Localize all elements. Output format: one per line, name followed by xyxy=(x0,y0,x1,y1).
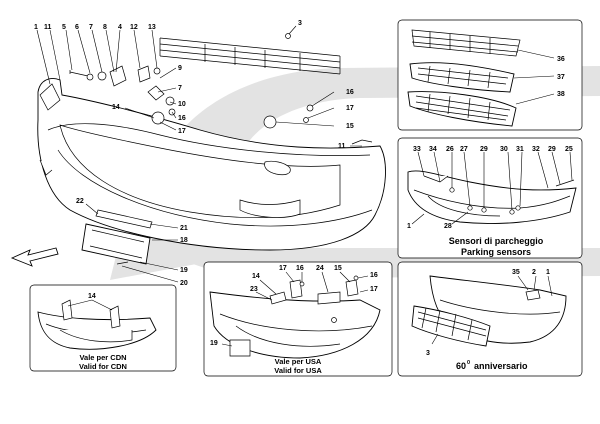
label-16-usa: 16 xyxy=(296,265,304,272)
main-part-labels: 1 11 5 6 7 8 4 12 13 3 9 7 10 14 16 17 1… xyxy=(34,20,354,287)
label-18: 18 xyxy=(180,237,188,244)
label-32: 32 xyxy=(532,146,540,153)
label-3: 3 xyxy=(298,20,302,27)
label-16b-usa: 16 xyxy=(370,272,378,279)
label-11b: 11 xyxy=(338,143,346,150)
label-21: 21 xyxy=(180,225,188,232)
panel-anniversary: 35 2 1 3 60 0 anniversario xyxy=(397,261,583,377)
label-17: 17 xyxy=(178,128,186,135)
label-28: 28 xyxy=(444,223,452,230)
caption-sensors-it: Sensori di parcheggio xyxy=(449,236,544,246)
label-23-usa: 23 xyxy=(250,286,258,293)
label-7b: 7 xyxy=(178,85,182,92)
label-22: 22 xyxy=(76,198,84,205)
caption-usa-en: Valid for USA xyxy=(274,366,322,375)
label-35-anniv: 35 xyxy=(512,269,520,276)
panel-parking-sensors: 33 34 26 27 29 30 31 32 29 25 1 28 Senso… xyxy=(397,137,583,259)
label-2-anniv: 2 xyxy=(532,269,536,276)
label-30: 30 xyxy=(500,146,508,153)
label-6: 6 xyxy=(75,24,79,31)
caption-anniv-num: 60 xyxy=(456,361,466,371)
label-12: 12 xyxy=(130,24,138,31)
label-14: 14 xyxy=(112,104,120,111)
panel-cdn: 14 Vale per CDN Valid for CDN xyxy=(29,284,177,372)
label-14-cdn: 14 xyxy=(88,293,96,300)
label-29b: 29 xyxy=(548,146,556,153)
main-exploded-view xyxy=(10,25,386,283)
caption-sensors-en: Parking sensors xyxy=(461,247,531,257)
label-16: 16 xyxy=(178,115,186,122)
caption-anniv-sup: 0 xyxy=(467,360,470,366)
panel-grilles: 36 37 38 xyxy=(397,19,583,131)
label-27: 27 xyxy=(460,146,468,153)
caption-cdn-en: Valid for CDN xyxy=(79,362,127,371)
label-15-usa: 15 xyxy=(334,265,342,272)
panel-usa: 14 17 16 24 15 16 23 17 19 Vale per USA … xyxy=(203,261,393,377)
label-17-usa: 17 xyxy=(279,265,287,272)
label-1-sensors: 1 xyxy=(407,223,411,230)
label-20: 20 xyxy=(180,280,188,287)
label-33: 33 xyxy=(413,146,421,153)
label-36: 36 xyxy=(557,56,565,63)
label-31: 31 xyxy=(516,146,524,153)
label-17b: 17 xyxy=(346,105,354,112)
label-24-usa: 24 xyxy=(316,265,324,272)
label-25: 25 xyxy=(565,146,573,153)
label-34: 34 xyxy=(429,146,437,153)
label-17b-usa: 17 xyxy=(370,286,378,293)
label-8: 8 xyxy=(103,24,107,31)
label-7: 7 xyxy=(89,24,93,31)
label-26: 26 xyxy=(446,146,454,153)
label-11: 11 xyxy=(44,24,52,31)
label-13: 13 xyxy=(148,24,156,31)
label-29: 29 xyxy=(480,146,488,153)
label-38: 38 xyxy=(557,91,565,98)
caption-usa-it: Vale per USA xyxy=(275,357,322,366)
caption-cdn-it: Vale per CDN xyxy=(79,353,126,362)
label-14-usa: 14 xyxy=(252,273,260,280)
label-19: 19 xyxy=(180,267,188,274)
label-15: 15 xyxy=(346,123,354,130)
label-10: 10 xyxy=(178,101,186,108)
label-3-anniv: 3 xyxy=(426,350,430,357)
label-5: 5 xyxy=(62,24,66,31)
label-16b: 16 xyxy=(346,89,354,96)
caption-anniv-word: anniversario xyxy=(474,361,528,371)
label-1-anniv: 1 xyxy=(546,269,550,276)
label-37: 37 xyxy=(557,74,565,81)
label-9: 9 xyxy=(178,65,182,72)
label-19-usa: 19 xyxy=(210,340,218,347)
label-1: 1 xyxy=(34,24,38,31)
label-4: 4 xyxy=(118,24,122,31)
